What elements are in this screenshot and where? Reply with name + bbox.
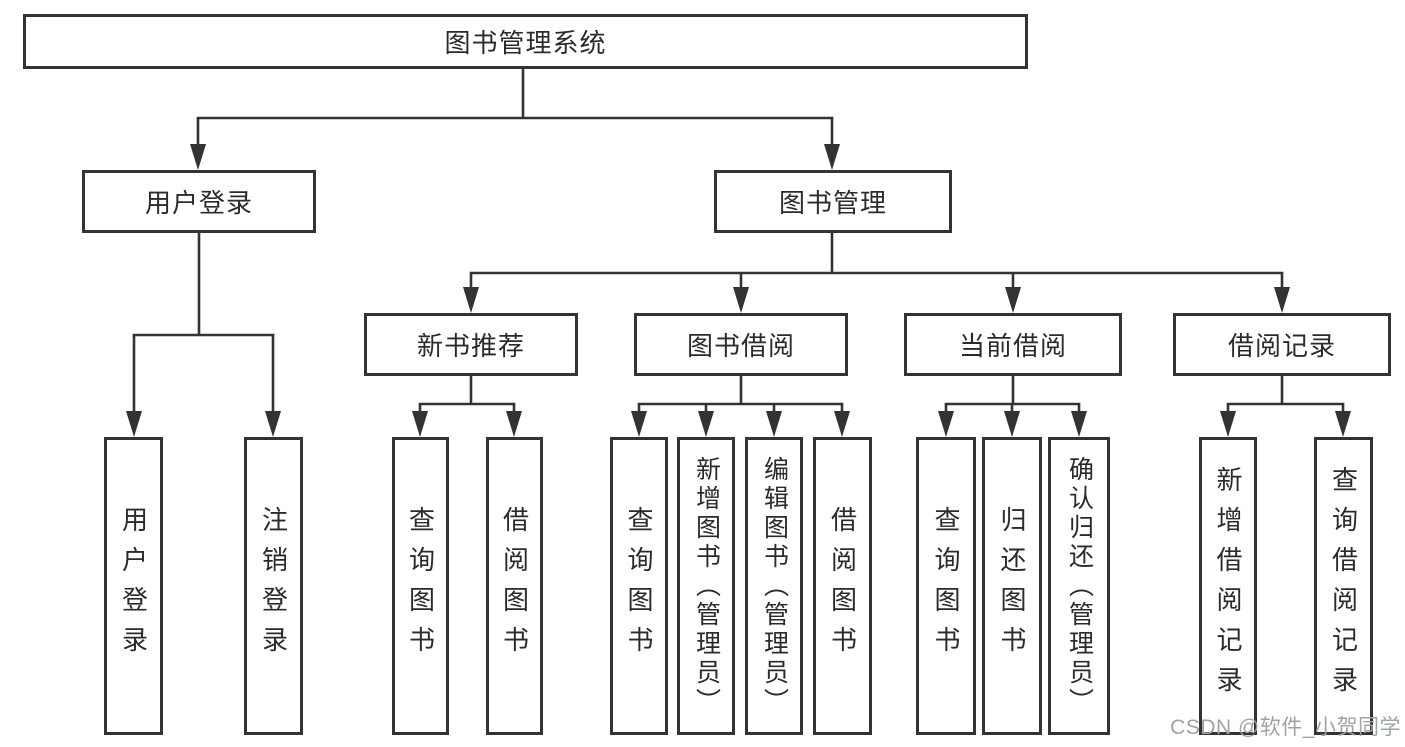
connector-book-borrow-arrowhead-icon-3 [834,411,850,437]
connector-book-mgmt-arrowhead-icon-2 [1005,287,1021,313]
node-current-borrow: 当前借阅 [904,313,1122,376]
node-bb-add: 新增图书（管理员） [677,437,735,735]
connector-book-mgmt-arrowhead-icon-3 [1274,287,1290,313]
connector-current-borrow-arrowhead-icon-0 [938,411,954,437]
watermark-text: CSDN @软件_小贺同学 [1170,716,1401,739]
node-root: 图书管理系统 [23,14,1028,69]
connector-root-arrowhead-icon-1 [824,144,840,170]
connector-user-login-arrowhead-icon-0 [126,411,142,437]
connector-current-borrow-arrowhead-icon-2 [1071,411,1087,437]
node-br-query: 查询借阅记录 [1314,437,1373,735]
node-logout-leaf: 注销登录 [244,437,303,735]
node-bb-query: 查询图书 [610,437,668,735]
connector-borrow-records-arrowhead-icon-1 [1335,411,1351,437]
node-new-book-rec: 新书推荐 [364,313,578,376]
connector-current-borrow-arrowhead-icon-1 [1004,411,1020,437]
connector-user-login-arrowhead-icon-1 [265,411,281,437]
connector-book-mgmt-arrowhead-icon-1 [733,287,749,313]
node-br-add: 新增借阅记录 [1199,437,1257,735]
connector-book-borrow-arrowhead-icon-0 [631,411,647,437]
node-cb-return: 归还图书 [982,437,1042,735]
node-cb-query: 查询图书 [916,437,976,735]
connector-new-book-rec-arrowhead-icon-0 [412,411,428,437]
connector-borrow-records-arrowhead-icon-0 [1220,411,1236,437]
node-bb-borrow: 借阅图书 [813,437,872,735]
node-book-mgmt: 图书管理 [714,170,952,233]
connector-book-borrow-arrowhead-icon-2 [766,411,782,437]
node-borrow-records: 借阅记录 [1173,313,1391,376]
node-login-leaf: 用户登录 [104,437,163,735]
node-user-login: 用户登录 [82,170,316,233]
node-cb-confirm: 确认归还（管理员） [1048,437,1110,735]
node-book-borrow: 图书借阅 [634,313,848,376]
connector-book-borrow-arrowhead-icon-1 [698,411,714,437]
node-nbr-borrow: 借阅图书 [486,437,543,735]
connector-book-mgmt-arrowhead-icon-0 [463,287,479,313]
connector-root-arrowhead-icon-0 [190,144,206,170]
connector-new-book-rec-arrowhead-icon-1 [506,411,522,437]
node-nbr-query: 查询图书 [392,437,449,735]
node-bb-edit: 编辑图书（管理员） [745,437,803,735]
